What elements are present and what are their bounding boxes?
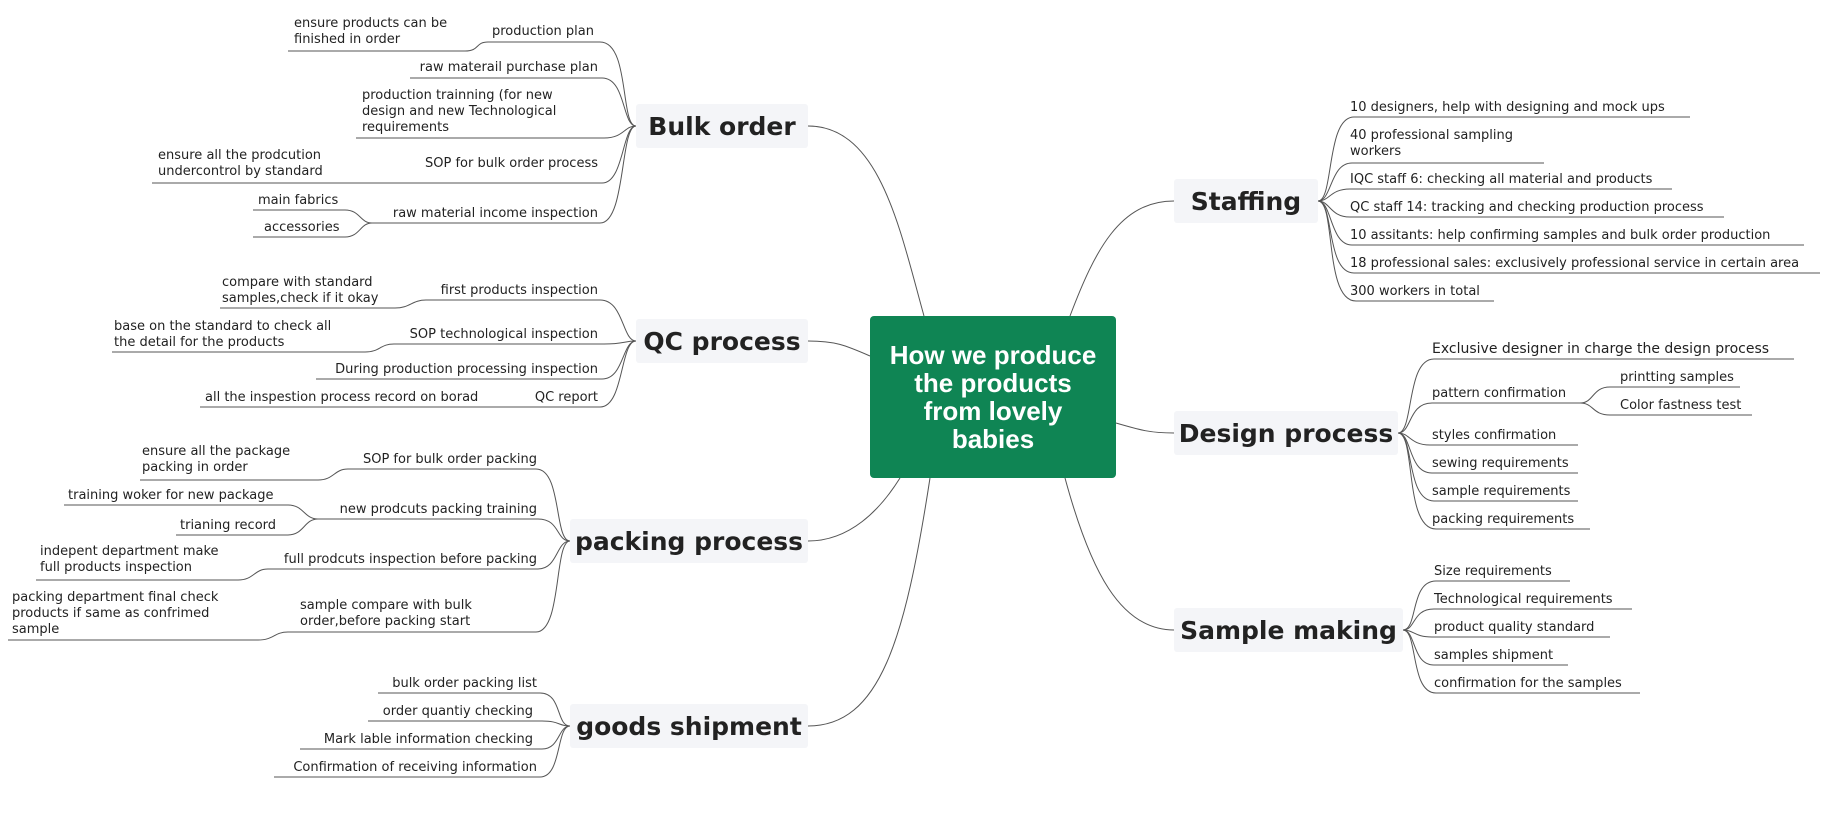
leaf-sample-requirements[interactable]: sample requirements (1432, 484, 1571, 499)
leaf-compare-detail[interactable]: packing department final check products … (12, 590, 219, 637)
topic-sample-making[interactable]: Sample making (1174, 608, 1403, 652)
leaf-qc-report-detail[interactable]: all the inspestion process record on bor… (205, 390, 479, 405)
leaf-full-products-inspection[interactable]: full prodcuts inspection before packing (283, 552, 537, 567)
topic-bulk-order[interactable]: Bulk order (636, 104, 808, 148)
leaf-raw-material-purchase-plan[interactable]: raw materail purchase plan (419, 60, 598, 75)
leaf-first-inspection-detail[interactable]: compare with standard samples,check if i… (222, 275, 379, 306)
leaf-accessories[interactable]: accessories (264, 220, 340, 235)
leaf-pattern-confirmation[interactable]: pattern confirmation (1432, 386, 1567, 401)
leaf-sop-technological-inspection[interactable]: SOP technological inspection (409, 327, 598, 342)
edge-qc-process (807, 340, 871, 357)
leaf-full-inspection-detail[interactable]: indepent department make full products i… (40, 544, 219, 575)
leaf-production-plan[interactable]: production plan (491, 24, 594, 39)
leaf-staff-qc[interactable]: QC staff 14: tracking and checking produ… (1350, 200, 1704, 215)
leaf-size-requirements[interactable]: Size requirements (1434, 564, 1552, 579)
leaf-sop-bulk-detail[interactable]: ensure all the prodcution undercontrol b… (158, 148, 323, 179)
leaf-exclusive-designer[interactable]: Exclusive designer in charge the design … (1432, 341, 1770, 357)
leaf-staff-sampling-workers[interactable]: 40 professional sampling workers (1350, 128, 1513, 159)
leaf-staff-iqc[interactable]: IQC staff 6: checking all material and p… (1350, 172, 1653, 187)
leaf-bulk-order-packing-list[interactable]: bulk order packing list (392, 676, 537, 691)
topic-staffing[interactable]: Staffing (1174, 179, 1318, 223)
leaf-staff-designers[interactable]: 10 designers, help with designing and mo… (1350, 100, 1665, 115)
leaf-printing-samples[interactable]: printting samples (1620, 370, 1734, 385)
leaf-sop-bulk-order-process[interactable]: SOP for bulk order process (425, 156, 598, 171)
leaf-confirmation-receiving-info[interactable]: Confirmation of receiving information (293, 760, 537, 775)
edge-goods-shipment (807, 477, 931, 727)
leaf-order-quantity-checking[interactable]: order quantiy checking (382, 704, 533, 719)
leaf-production-training[interactable]: production trainning (for new design and… (362, 88, 557, 135)
topic-goods-shipment[interactable]: goods shipment (570, 704, 808, 748)
central-topic[interactable]: How we produce the products from lovely … (870, 316, 1116, 478)
leaf-raw-material-income-inspection[interactable]: raw material income inspection (392, 206, 598, 221)
leaf-sop-technological-detail[interactable]: base on the standard to check all the de… (114, 319, 332, 350)
leaf-mark-label-checking[interactable]: Mark lable information checking (323, 732, 533, 747)
leaf-sop-packing-detail[interactable]: ensure all the package packing in order (142, 444, 291, 475)
edge-sample-making (1064, 477, 1175, 631)
leaf-packing-requirements[interactable]: packing requirements (1432, 512, 1575, 527)
leaf-sewing-requirements[interactable]: sewing requirements (1432, 456, 1569, 471)
leaf-qc-report[interactable]: QC report (534, 390, 598, 405)
leaf-sop-bulk-order-packing[interactable]: SOP for bulk order packing (362, 452, 537, 467)
leaf-during-production-inspection[interactable]: During production processing inspection (335, 362, 598, 377)
leaf-technological-requirements[interactable]: Technological requirements (1434, 592, 1613, 607)
leaf-styles-confirmation[interactable]: styles confirmation (1432, 428, 1557, 443)
leaf-training-worker-new-package[interactable]: training woker for new package (68, 488, 274, 503)
topic-packing-process[interactable]: packing process (570, 519, 808, 563)
edge-packing-process (807, 477, 901, 542)
leaf-color-fastness-test[interactable]: Color fastness test (1620, 398, 1742, 413)
leaf-samples-shipment[interactable]: samples shipment (1434, 648, 1554, 663)
topic-qc-process[interactable]: QC process (636, 319, 808, 363)
leaf-production-plan-detail[interactable]: ensure products can be finished in order (294, 16, 448, 47)
edge-staffing (1069, 200, 1175, 317)
leaf-staff-assistants[interactable]: 10 assitants: help confirming samples an… (1350, 228, 1771, 243)
leaf-new-products-packing-training[interactable]: new prodcuts packing training (339, 502, 537, 517)
leaf-staff-total-workers[interactable]: 300 workers in total (1350, 284, 1480, 299)
leaf-staff-sales[interactable]: 18 professional sales: exclusively profe… (1350, 256, 1800, 271)
leaf-confirmation-samples[interactable]: confirmation for the samples (1434, 676, 1622, 691)
leaf-training-record[interactable]: trianing record (180, 518, 277, 533)
leaf-product-quality-standard[interactable]: product quality standard (1434, 620, 1595, 635)
topic-design-process[interactable]: Design process (1174, 411, 1398, 455)
edge-design-process (1115, 422, 1175, 434)
leaf-first-products-inspection[interactable]: first products inspection (440, 283, 598, 298)
leaf-sample-compare-bulk-order[interactable]: sample compare with bulk order,before pa… (300, 598, 472, 629)
edge-bulk-order (807, 125, 925, 317)
leaf-main-fabrics[interactable]: main fabrics (258, 193, 339, 208)
